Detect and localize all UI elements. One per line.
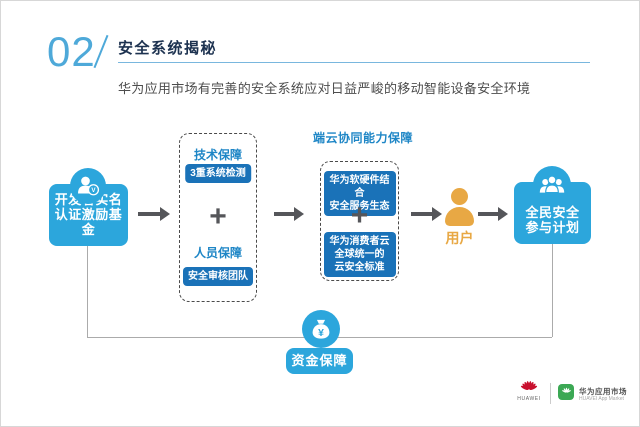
arrow-right-icon [138, 207, 170, 221]
arrow-right-icon [274, 207, 304, 221]
cloud-bottom-badge-line3: 云安全标准 [334, 262, 385, 273]
user-label: 用户 [445, 230, 474, 246]
public-safety-line2: 参与计划 [525, 220, 580, 235]
developer-fund-box: 开发者实名 认证激励基金 [49, 184, 128, 246]
developer-verified-icon: V [70, 168, 106, 204]
tech-label: 技术保障 [193, 148, 242, 162]
cloud-group: 华为软硬件结合 安全服务生态 + 华为消费者云 全球统一的 云安全标准 [320, 161, 399, 281]
verified-badge-letter: V [91, 187, 96, 194]
public-safety-line1: 全民安全 [525, 205, 580, 220]
tech-staff-group: 技术保障 3重系统检测 + 人员保障 安全审核团队 [179, 133, 257, 302]
appgallery-icon [558, 384, 574, 400]
page-subtitle: 华为应用市场有完善的安全系统应对日益严峻的移动智能设备安全环境 [118, 81, 531, 96]
section-number: 02 [47, 28, 96, 75]
connector-left-vertical [87, 246, 88, 337]
user-icon [451, 188, 468, 205]
cloud-top-badge-line2: 安全服务生态 [329, 201, 390, 212]
cloud-group-title: 端云协同能力保障 [313, 131, 414, 145]
cloud-top-badge-line1: 华为软硬件结合 [329, 175, 390, 199]
arrow-right-icon [411, 207, 442, 221]
money-bag-icon: ¥ [302, 310, 340, 348]
staff-label: 人员保障 [193, 246, 242, 260]
cloud-bottom-badge-line2: 全球统一的 [334, 249, 385, 260]
cloud-top-badge: 华为软硬件结合 安全服务生态 [323, 171, 396, 216]
appgallery-subtitle: HUAVEI App Market [579, 396, 624, 402]
huawei-wordmark: HUAWEI [517, 396, 541, 402]
cloud-bottom-badge-line1: 华为消费者云 [329, 236, 390, 247]
tech-badge: 3重系统检测 [185, 164, 251, 183]
arrow-right-icon [478, 207, 508, 221]
huawei-logo-icon [520, 381, 538, 401]
staff-badge: 安全审核团队 [183, 267, 253, 286]
appgallery-name: 华为应用市场 [579, 387, 627, 396]
cloud-bottom-badge: 华为消费者云 全球统一的 云安全标准 [323, 232, 396, 277]
user-icon [445, 207, 474, 226]
plus-icon: + [350, 199, 369, 232]
footer-divider [550, 383, 551, 404]
connector-right-vertical [552, 244, 553, 337]
plus-icon: + [209, 200, 227, 233]
title-underline [118, 62, 590, 63]
group-people-icon [533, 166, 571, 204]
yuan-symbol: ¥ [318, 328, 324, 339]
developer-fund-line2: 认证激励基金 [54, 207, 123, 237]
fund-guarantee-badge: 资金保障 [286, 348, 353, 374]
slash-divider [93, 34, 109, 69]
page-title: 安全系统揭秘 [118, 40, 218, 57]
